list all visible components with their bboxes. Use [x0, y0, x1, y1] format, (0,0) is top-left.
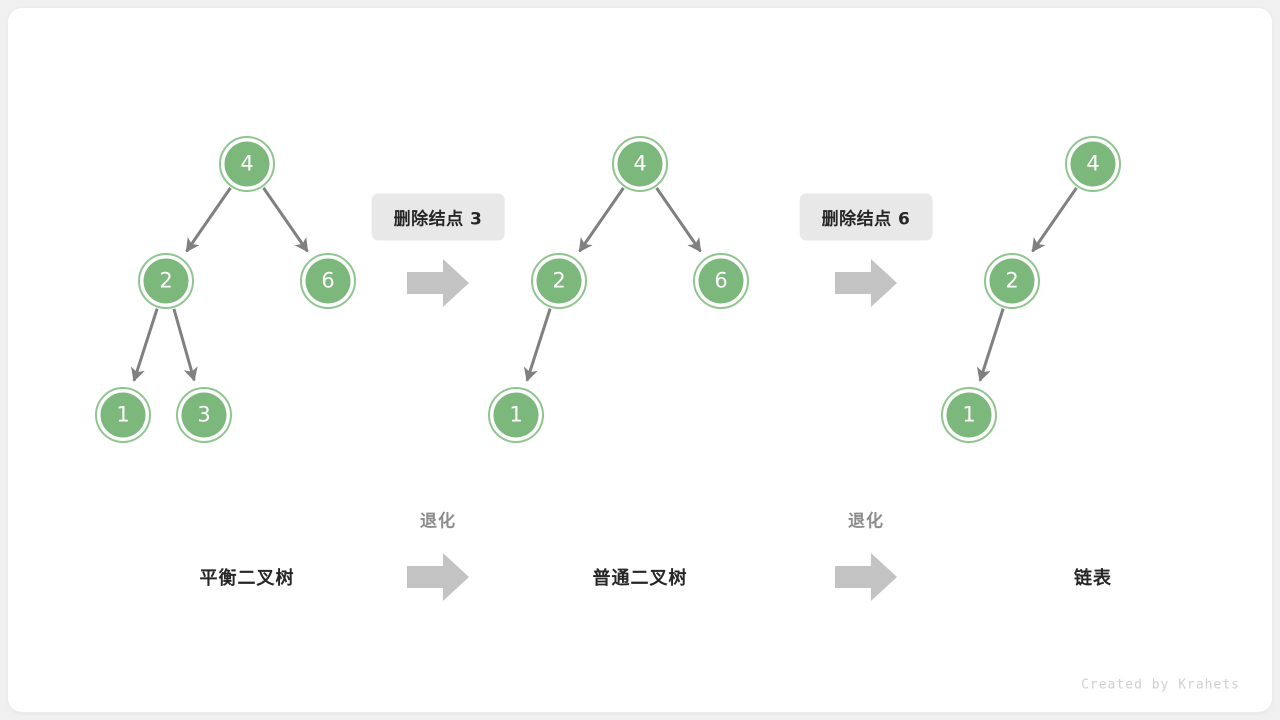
tree-edge-r2-to-r1 [976, 308, 1005, 382]
tree-edge-l4-to-l6 [262, 186, 309, 253]
operation-chip-delete-node-6: 删除结点 6 [799, 193, 933, 241]
block-arrow-tree-transition-1 [407, 259, 469, 307]
tree-node-ring-m1 [488, 387, 544, 443]
caption-balanced: 平衡二叉树 [199, 568, 295, 589]
tree-edge-m4-to-m2 [578, 186, 625, 253]
tree-node-m2[interactable] [536, 258, 582, 304]
tree-node-ring-l1 [95, 387, 151, 443]
block-arrow-caption-transition-2 [835, 553, 897, 601]
tree-node-ring-m6 [693, 253, 749, 309]
tree-edge-r4-to-r2 [1031, 186, 1078, 253]
diagram-card [8, 8, 1272, 712]
tree-node-ring-l6 [300, 253, 356, 309]
block-arrows-layer [407, 259, 897, 601]
operation-chip-delete-node-3: 删除结点 3 [371, 193, 505, 241]
tree-node-l1[interactable] [100, 392, 146, 438]
tree-node-ring-l2 [138, 253, 194, 309]
tree-node-r4[interactable] [1070, 141, 1116, 187]
tree-node-l3[interactable] [181, 392, 227, 438]
tree-edges-layer [130, 186, 1078, 382]
tree-edge-l2-to-l1 [130, 308, 159, 382]
tree-node-ring-m4 [612, 136, 668, 192]
tree-node-ring-r2 [984, 253, 1040, 309]
tree-node-ring-m2 [531, 253, 587, 309]
tree-node-r2[interactable] [989, 258, 1035, 304]
tree-edge-m4-to-m6 [655, 186, 702, 253]
block-arrow-tree-transition-2 [835, 259, 897, 307]
tree-node-l4[interactable] [224, 141, 270, 187]
caption-linked-list: 链表 [1074, 568, 1112, 589]
tree-node-ring-l3 [176, 387, 232, 443]
tree-edge-m2-to-m1 [523, 308, 552, 382]
credit-watermark: Created by Krahets [1081, 677, 1240, 693]
tree-node-m6[interactable] [698, 258, 744, 304]
tree-node-ring-r4 [1065, 136, 1121, 192]
tree-node-r1[interactable] [946, 392, 992, 438]
tree-node-l6[interactable] [305, 258, 351, 304]
degradation-label-degrade-2: 退化 [848, 511, 884, 532]
tree-edge-l4-to-l2 [185, 186, 232, 253]
degradation-label-degrade-1: 退化 [420, 511, 456, 532]
tree-nodes-layer [95, 136, 1121, 443]
tree-node-l2[interactable] [143, 258, 189, 304]
tree-node-ring-l4 [219, 136, 275, 192]
caption-ordinary: 普通二叉树 [592, 568, 688, 589]
tree-edge-l2-to-l3 [172, 308, 198, 382]
tree-node-ring-r1 [941, 387, 997, 443]
block-arrow-caption-transition-1 [407, 553, 469, 601]
tree-node-m4[interactable] [617, 141, 663, 187]
tree-node-m1[interactable] [493, 392, 539, 438]
